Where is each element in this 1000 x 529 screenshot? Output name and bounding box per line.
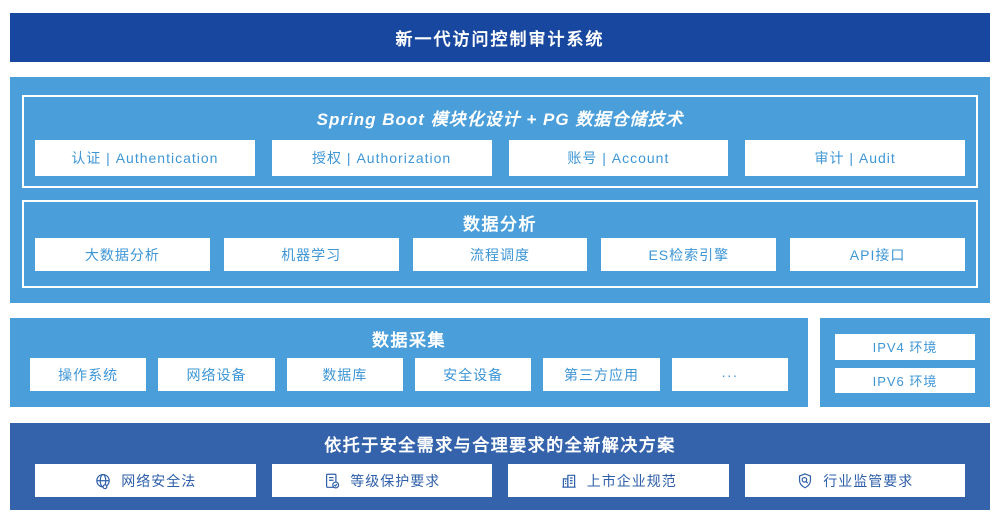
analysis-box-workflow: 流程调度 bbox=[412, 238, 588, 271]
solution-box-cybersecurity-law: 网络安全法 bbox=[35, 464, 256, 497]
environment-section: IPV4 环境 IPV6 环境 bbox=[820, 318, 990, 407]
collection-box-security: 安全设备 bbox=[414, 358, 532, 391]
title-banner: 新一代访问控制审计系统 bbox=[10, 13, 990, 62]
collection-box-more: ··· bbox=[671, 358, 788, 391]
analysis-row: 大数据分析 机器学习 流程调度 ES检索引擎 API接口 bbox=[35, 238, 965, 271]
collection-box-database: 数据库 bbox=[286, 358, 403, 391]
collection-title: 数据采集 bbox=[372, 331, 446, 350]
document-check-icon bbox=[323, 472, 341, 490]
solution-box-listed-company: 上市企业规范 bbox=[508, 464, 729, 497]
collection-row: 操作系统 网络设备 数据库 安全设备 第三方应用 ··· bbox=[30, 358, 788, 391]
module-box-authorization: 授权 | Authorization bbox=[271, 140, 492, 176]
solution-box-label: 等级保护要求 bbox=[350, 472, 441, 489]
modules-panel-title: Spring Boot 模块化设计 + PG 数据仓储技术 bbox=[316, 110, 684, 129]
building-icon bbox=[560, 472, 578, 490]
solution-box-classified-protection: 等级保护要求 bbox=[271, 464, 492, 497]
diagram-title: 新一代访问控制审计系统 bbox=[395, 30, 605, 49]
solution-title: 依托于安全需求与合理要求的全新解决方案 bbox=[324, 436, 676, 455]
env-box-ipv4: IPV4 环境 bbox=[835, 334, 975, 360]
collection-box-network: 网络设备 bbox=[158, 358, 275, 391]
analysis-panel: 数据分析 大数据分析 机器学习 流程调度 ES检索引擎 API接口 bbox=[22, 200, 978, 288]
analysis-box-api: API接口 bbox=[790, 238, 965, 271]
env-box-ipv6: IPV6 环境 bbox=[835, 367, 975, 393]
solution-box-label: 上市企业规范 bbox=[586, 472, 677, 489]
platform-section: Spring Boot 模块化设计 + PG 数据仓储技术 认证 | Authe… bbox=[10, 77, 990, 303]
modules-panel: Spring Boot 模块化设计 + PG 数据仓储技术 认证 | Authe… bbox=[22, 95, 978, 188]
solution-section: 依托于安全需求与合理要求的全新解决方案 网络安全法 bbox=[10, 423, 990, 510]
analysis-box-es: ES检索引擎 bbox=[601, 238, 777, 271]
solution-box-label: 行业监管要求 bbox=[823, 472, 914, 489]
collection-section: 数据采集 操作系统 网络设备 数据库 安全设备 第三方应用 ··· bbox=[10, 318, 808, 407]
module-box-authentication: 认证 | Authentication bbox=[35, 140, 255, 176]
globe-icon bbox=[94, 472, 112, 490]
module-box-audit: 审计 | Audit bbox=[745, 140, 965, 176]
solution-box-label: 网络安全法 bbox=[121, 472, 197, 489]
collection-box-thirdparty: 第三方应用 bbox=[543, 358, 660, 391]
modules-row: 认证 | Authentication 授权 | Authorization 账… bbox=[35, 140, 965, 176]
solution-row: 网络安全法 等级保护要求 bbox=[35, 464, 965, 497]
analysis-box-bigdata: 大数据分析 bbox=[35, 238, 210, 271]
analysis-box-ml: 机器学习 bbox=[223, 238, 399, 271]
shield-search-icon bbox=[796, 472, 814, 490]
analysis-panel-title: 数据分析 bbox=[463, 215, 537, 234]
solution-box-industry-regulation: 行业监管要求 bbox=[744, 464, 965, 497]
collection-box-os: 操作系统 bbox=[30, 358, 147, 391]
module-box-account: 账号 | Account bbox=[508, 140, 729, 176]
